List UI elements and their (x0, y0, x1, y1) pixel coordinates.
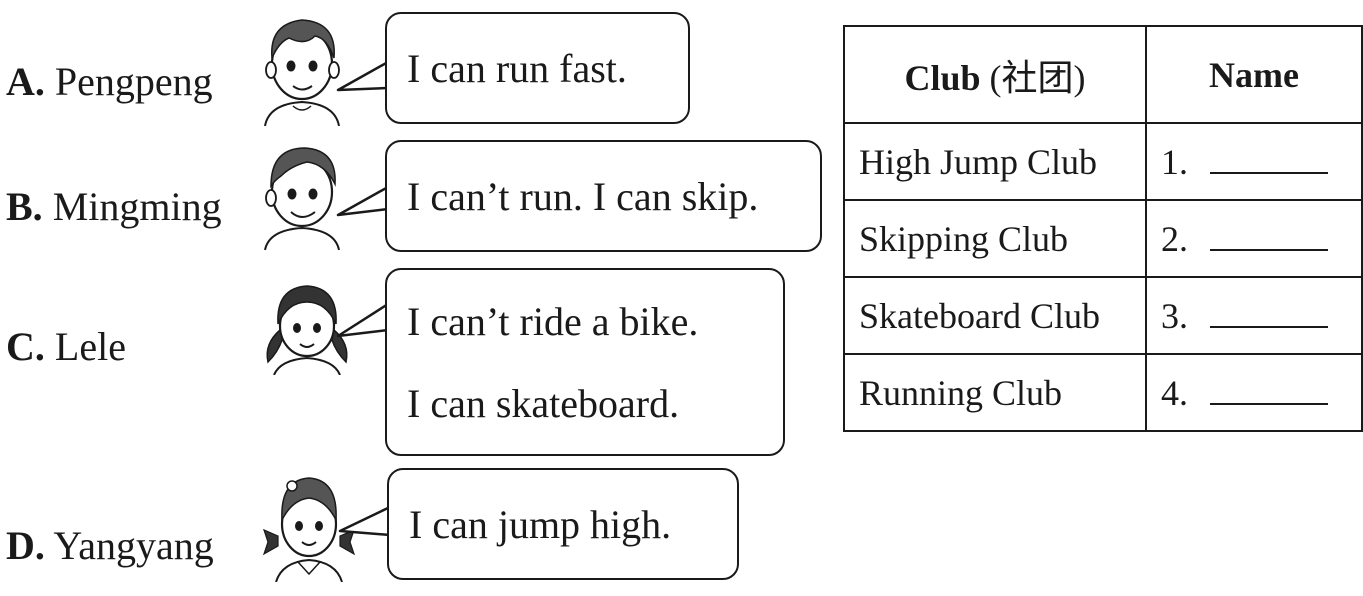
person-label-b: B. Mingming (6, 183, 222, 230)
person-label-d: D. Yangyang (6, 522, 214, 569)
boy-face-icon (264, 19, 340, 126)
club-column-header: Club (社团) (843, 25, 1147, 124)
speech-text: I can skateboard. (407, 380, 680, 426)
boy-face-icon (264, 147, 340, 250)
table-row: Skipping Club 2. (843, 199, 1363, 278)
row-number: 1. (1161, 141, 1188, 182)
table-row: Skateboard Club 3. (843, 276, 1363, 355)
person-letter: C. (6, 324, 45, 369)
person-name: Lele (54, 324, 126, 369)
speech-text: I can jump high. (409, 501, 672, 547)
speech-text: I can’t run. I can skip. (407, 173, 759, 219)
answer-blank[interactable] (1210, 306, 1328, 328)
person-label-a: A. Pengpeng (6, 58, 213, 105)
table-row: Running Club 4. (843, 353, 1363, 432)
answer-blank[interactable] (1210, 152, 1328, 174)
name-cell: 2. (1145, 199, 1363, 278)
person-letter: D. (6, 523, 45, 568)
speech-bubble-d: I can jump high. (387, 468, 739, 580)
speech-text: I can run fast. (407, 45, 627, 91)
person-name: Pengpeng (54, 59, 213, 104)
table-row: High Jump Club 1. (843, 122, 1363, 201)
table-header-row: Club (社团) Name (843, 25, 1363, 124)
speech-tail (338, 505, 391, 537)
speech-bubble-a: I can run fast. (385, 12, 690, 124)
person-name: Mingming (52, 184, 222, 229)
person-label-c: C. Lele (6, 323, 126, 370)
speech-tail (336, 302, 389, 338)
row-number: 2. (1161, 218, 1188, 259)
speech-tail (336, 185, 389, 217)
person-letter: B. (6, 184, 43, 229)
club-cell: Skateboard Club (843, 276, 1147, 355)
speech-text: I can’t ride a bike. (407, 298, 699, 344)
answer-blank[interactable] (1210, 383, 1328, 405)
speech-tail (336, 60, 389, 92)
club-table: Club (社团) Name High Jump Club 1. Skippin… (843, 25, 1363, 432)
name-cell: 1. (1145, 122, 1363, 201)
answer-blank[interactable] (1210, 229, 1328, 251)
speech-bubble-c: I can’t ride a bike. I can skateboard. (385, 268, 785, 456)
person-name: Yangyang (53, 523, 214, 568)
girl-face-icon (262, 477, 356, 582)
name-cell: 4. (1145, 353, 1363, 432)
row-number: 4. (1161, 372, 1188, 413)
club-cell: High Jump Club (843, 122, 1147, 201)
girl-face-icon (266, 285, 348, 375)
person-letter: A. (6, 59, 45, 104)
club-cell: Skipping Club (843, 199, 1147, 278)
name-cell: 3. (1145, 276, 1363, 355)
name-column-header: Name (1145, 25, 1363, 124)
speech-bubble-b: I can’t run. I can skip. (385, 140, 822, 252)
club-cell: Running Club (843, 353, 1147, 432)
row-number: 3. (1161, 295, 1188, 336)
